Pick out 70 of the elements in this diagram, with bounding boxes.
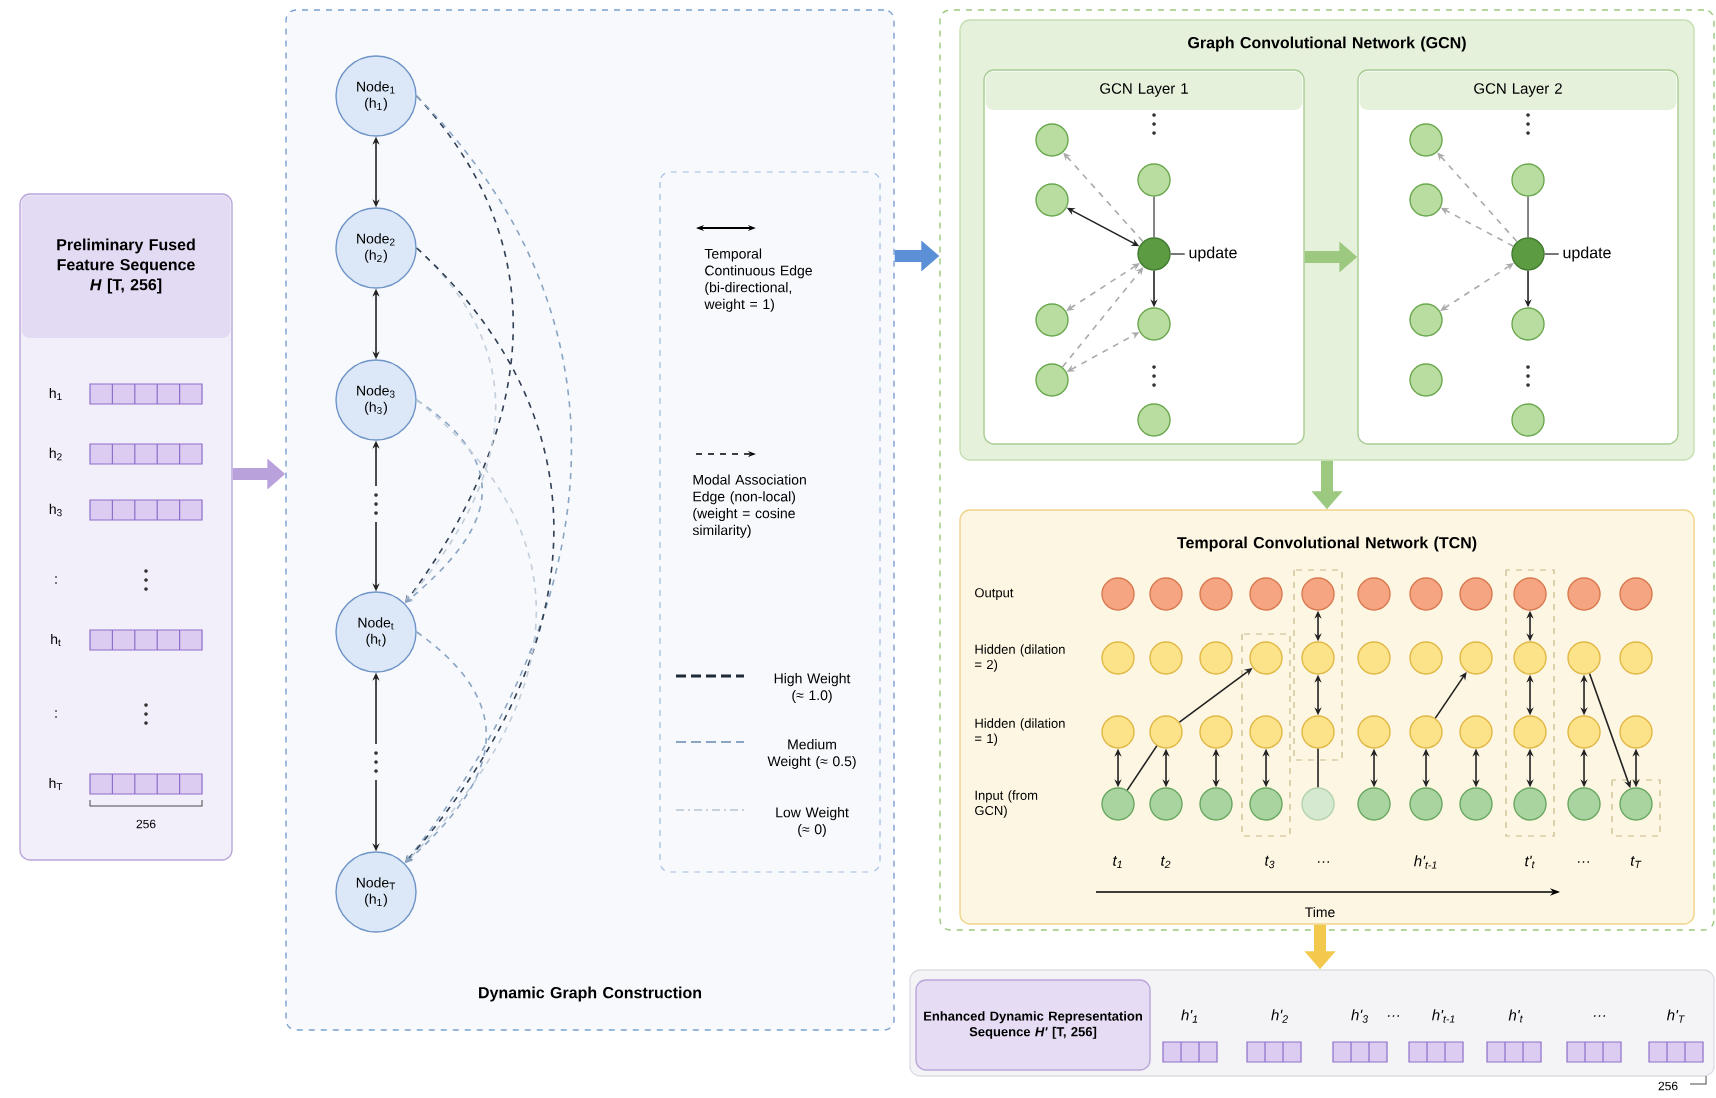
node-circle bbox=[1459, 715, 1493, 749]
node-circle bbox=[1249, 577, 1283, 611]
node-circle bbox=[1619, 577, 1653, 611]
node-circle bbox=[1409, 641, 1443, 675]
node-circle bbox=[1409, 183, 1443, 217]
node-circle bbox=[1199, 641, 1233, 675]
node-circle bbox=[1149, 787, 1183, 821]
node-circle bbox=[1511, 307, 1545, 341]
node-circle bbox=[1619, 715, 1653, 749]
node-circle bbox=[1567, 715, 1601, 749]
dashed-frame bbox=[939, 9, 1715, 931]
node-circle bbox=[1137, 403, 1171, 437]
node-circle bbox=[1137, 163, 1171, 197]
node-circle bbox=[1409, 787, 1443, 821]
node-circle bbox=[1357, 641, 1391, 675]
dashed-arrow bbox=[1066, 263, 1140, 311]
node-circle bbox=[1357, 787, 1391, 821]
node-circle bbox=[1199, 577, 1233, 611]
node-circle bbox=[1513, 787, 1547, 821]
dashed-arrow bbox=[1061, 267, 1144, 368]
node-circle bbox=[1511, 163, 1545, 197]
node-circle bbox=[1149, 577, 1183, 611]
node-circle bbox=[1567, 577, 1601, 611]
node-circle bbox=[1409, 123, 1443, 157]
node-circle bbox=[1101, 641, 1135, 675]
node-circle bbox=[1511, 237, 1545, 271]
node-circle bbox=[1513, 577, 1547, 611]
node-circle bbox=[1301, 787, 1335, 821]
node-circle bbox=[1101, 787, 1135, 821]
node-circle bbox=[1249, 715, 1283, 749]
node-circle bbox=[1513, 715, 1547, 749]
node-circle bbox=[1409, 303, 1443, 337]
node-circle bbox=[1035, 183, 1069, 217]
node-circle bbox=[1357, 577, 1391, 611]
node-circle bbox=[1619, 641, 1653, 675]
connector-line bbox=[1153, 195, 1155, 239]
update-label: update bbox=[1543, 246, 1611, 262]
connector-line bbox=[1527, 195, 1529, 239]
node-circle bbox=[1249, 641, 1283, 675]
node-circle bbox=[1357, 715, 1391, 749]
node-circle bbox=[1199, 787, 1233, 821]
node-circle bbox=[1249, 787, 1283, 821]
node-circle bbox=[1459, 641, 1493, 675]
node-circle bbox=[1101, 577, 1135, 611]
node-circle bbox=[1101, 715, 1135, 749]
node-circle bbox=[1409, 577, 1443, 611]
node-circle bbox=[1619, 787, 1653, 821]
node-circle bbox=[1567, 787, 1601, 821]
node-circle bbox=[1035, 363, 1069, 397]
node-circle bbox=[1301, 641, 1335, 675]
connector-line bbox=[1126, 745, 1158, 791]
node-circle bbox=[1459, 577, 1493, 611]
node-circle bbox=[1149, 715, 1183, 749]
connector-line bbox=[1317, 747, 1319, 789]
node-circle bbox=[1567, 641, 1601, 675]
node-circle bbox=[1511, 403, 1545, 437]
node-circle bbox=[1409, 715, 1443, 749]
node-circle bbox=[1301, 715, 1335, 749]
dashed-arrow bbox=[1440, 263, 1514, 311]
update-label: update bbox=[1169, 246, 1237, 262]
node-circle bbox=[1137, 237, 1171, 271]
node-circle bbox=[1035, 123, 1069, 157]
node-circle bbox=[1409, 363, 1443, 397]
node-circle bbox=[1513, 641, 1547, 675]
node-circle bbox=[1149, 641, 1183, 675]
node-circle bbox=[1137, 307, 1171, 341]
node-circle bbox=[1035, 303, 1069, 337]
node-circle bbox=[1199, 715, 1233, 749]
node-circle bbox=[1459, 787, 1493, 821]
node-circle bbox=[1301, 577, 1335, 611]
